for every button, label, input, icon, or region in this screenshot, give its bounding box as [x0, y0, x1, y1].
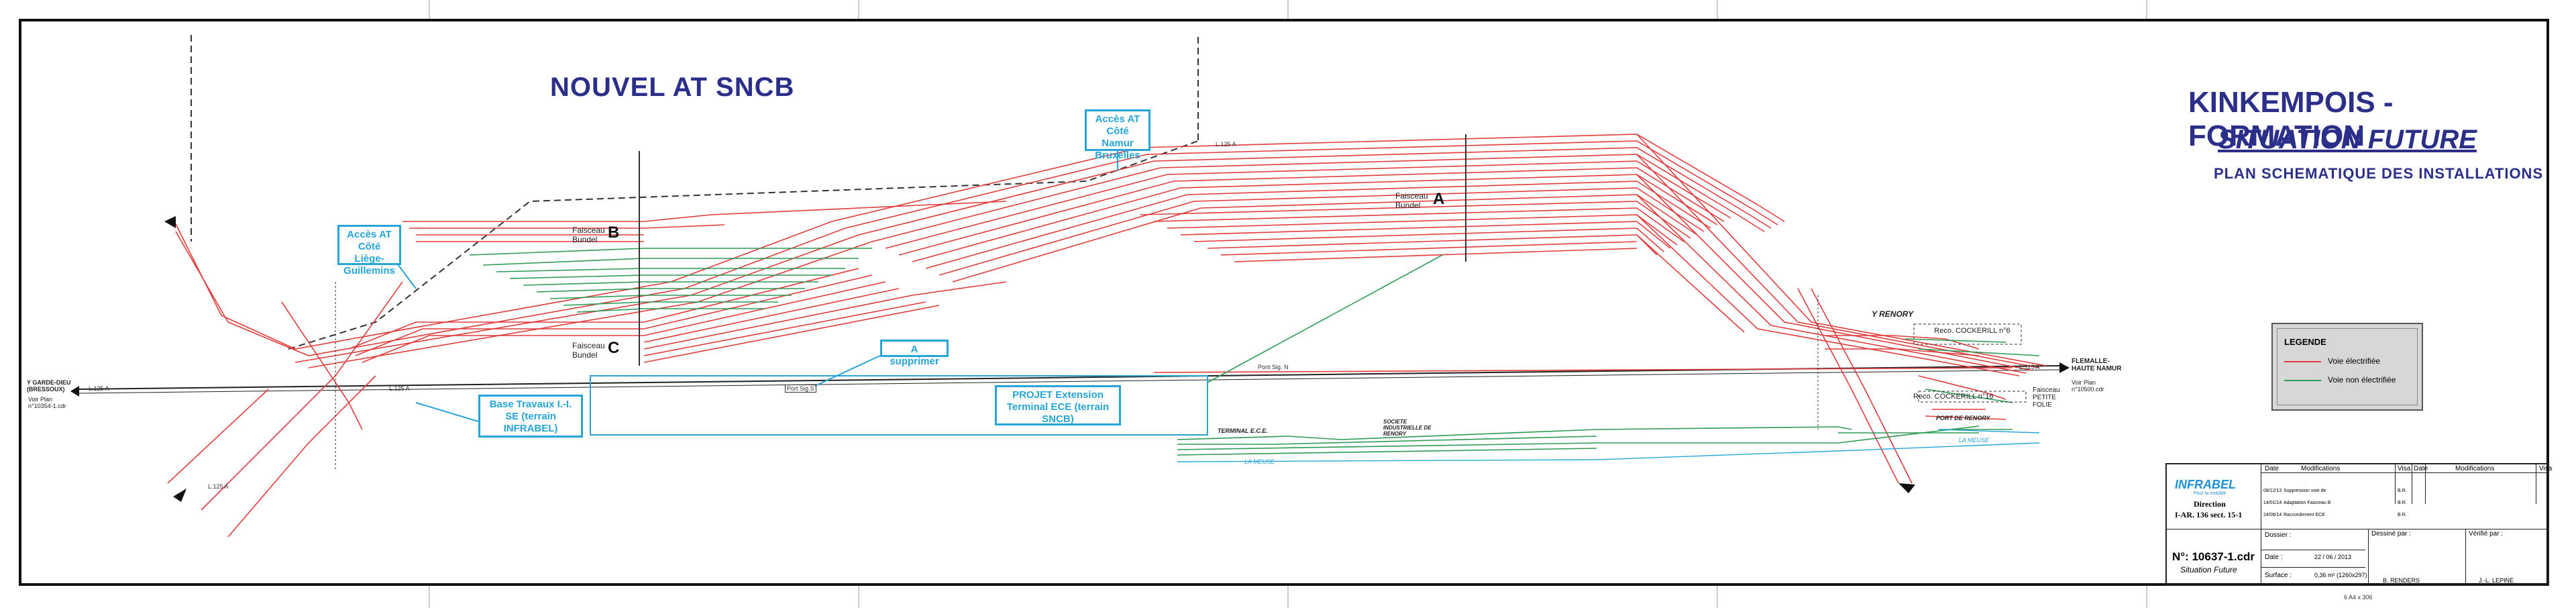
voir-plan-right: Voir Plan n°10500.cdr: [2072, 379, 2104, 393]
verifie-value: J.-L. LEPINE: [2479, 577, 2514, 584]
callout-acces-namur: Accès AT Côté Namur Bruxelles: [1085, 109, 1150, 161]
legend-swatch-non-electrified: [2284, 380, 2321, 381]
header-visa-2: Visa: [2539, 465, 2553, 472]
non-electrified-tracks: [469, 248, 2040, 456]
header-subtitle: SITUATION FUTURE: [2218, 125, 2477, 154]
date-label: Date :: [2265, 554, 2283, 561]
legend-box: LEGENDE Voie électrifiée Voie non électr…: [2271, 323, 2423, 411]
callout-acces-liege: Accès AT Côté Liège-Guillemins: [337, 225, 401, 276]
line-label-5: L.125 A: [208, 483, 229, 490]
drawing-frame: [19, 19, 2549, 586]
direction-arrows: [70, 216, 2070, 502]
surface-value: 0,36 m² (1260x297): [2314, 572, 2367, 578]
row3-mod: Raccordement ECE: [2284, 513, 2325, 517]
header-visa: Visa: [2398, 465, 2411, 472]
row3-date: 24/06/14: [2263, 513, 2282, 517]
river-lines: [1177, 429, 2040, 462]
reco-16-label: Reco. COCKERILL n°16: [1913, 393, 1994, 401]
plan-subtitle: Situation Future: [2180, 565, 2237, 574]
legend-title: LEGENDE: [2284, 337, 2326, 347]
title-block: INFRABEL Pour la mobilité Direction I-AR…: [2165, 463, 2553, 586]
line-label-1: L.125 A: [89, 385, 109, 392]
faisceau-b-letter: B: [608, 223, 620, 242]
dessine-value: B. RENDERS: [2383, 577, 2420, 584]
row2-date: 14/01/14: [2263, 501, 2282, 505]
y-garde-dieu-label: Y GARDE-DIEU (BRESSOUX): [27, 379, 71, 393]
callout-projet: PROJET Extension Terminal ECE (terrain S…: [995, 385, 1121, 425]
electrified-tracks: [167, 134, 2047, 538]
row1-date: 08/12/13: [2263, 489, 2282, 493]
line-label-4: L.125 A: [2019, 364, 2040, 370]
row2-mod: Adaptation Faisceau B: [2284, 501, 2331, 505]
faisceau-b-label: Faisceau Bundel: [572, 225, 605, 244]
y-renory-label: Y RENORY: [1872, 309, 1914, 319]
port-renory-label: PORT DE RENORY: [1936, 415, 1990, 421]
row2-visa: B.R.: [2398, 501, 2407, 505]
header-plan: PLAN SCHEMATIQUE DES INSTALLATIONS: [2214, 165, 2544, 182]
callout-base-travaux: Base Travaux I.-I. SE (terrain INFRABEL): [478, 395, 583, 438]
verifie-label: Vérifié par :: [2469, 530, 2504, 538]
faisceau-c-letter: C: [608, 339, 620, 357]
surface-label: Surface :: [2265, 572, 2292, 579]
header-modifications-2: Modifications: [2455, 465, 2495, 472]
division-label: I-AR. 136 sect. 15-1: [2175, 510, 2243, 519]
line-label-3: L.125 A: [1216, 141, 1236, 148]
header-date-2: Date: [2414, 465, 2428, 472]
flemalle-label: FLEMALLE-HAUTE NAMUR: [2072, 358, 2122, 372]
dossier-label: Dossier :: [2265, 531, 2292, 539]
faisceau-a-letter: A: [1433, 190, 1445, 208]
port-sign-label: Port Sig.S: [785, 385, 816, 393]
reco-6-label: Reco. COCKERILL n°6: [1934, 327, 2010, 335]
main-title: NOUVEL AT SNCB: [550, 72, 795, 102]
infrabel-logo: INFRABEL: [2175, 478, 2236, 491]
faisceau-c-label: Faisceau Bundel: [572, 341, 605, 360]
row1-mod: Suppression voie de: [2284, 489, 2326, 493]
terminal-ece-label: TERMINAL E.C.E.: [1218, 427, 1268, 434]
direction-label: Direction: [2194, 499, 2226, 509]
infrabel-logo-sub: Pour la mobilité: [2194, 491, 2226, 496]
societe-label: SOCIETE INDUSTRIELLE DE RENORY: [1383, 419, 1432, 437]
line-label-2: L.125 A: [389, 385, 410, 392]
row3-visa: B.R.: [2398, 513, 2407, 517]
voir-plan-left: Voir Plan n°10354-1.cdr: [28, 396, 66, 409]
petite-folie-label: Faisceau PETITE FOLIE: [2033, 387, 2060, 409]
header-date: Date: [2265, 465, 2279, 472]
callout-a-supprimer: A supprimer: [880, 340, 949, 367]
header-title: KINKEMPOIS - FORMATION: [2188, 86, 2394, 152]
header-modifications: Modifications: [2301, 465, 2341, 472]
format-label: 6 A4 x 306: [2344, 594, 2373, 601]
faisceau-a-label: Faisceau Bundel: [1395, 191, 1428, 210]
plan-number: N°: 10637-1.cdr: [2172, 550, 2255, 563]
legend-item-electrified: Voie électrifiée: [2328, 356, 2381, 366]
pont-label: Pont Sig. N: [1258, 364, 1289, 370]
la-meuse-2: LA MEUSE: [1959, 437, 1990, 444]
date-value: 22 / 06 / 2013: [2314, 554, 2352, 560]
legend-item-non-electrified: Voie non électrifiée: [2328, 375, 2396, 385]
la-meuse-1: LA MEUSE: [1244, 458, 1275, 465]
legend-swatch-electrified: [2284, 361, 2321, 362]
row1-visa: B.R.: [2398, 489, 2407, 493]
dessine-label: Dessiné par :: [2371, 530, 2411, 538]
